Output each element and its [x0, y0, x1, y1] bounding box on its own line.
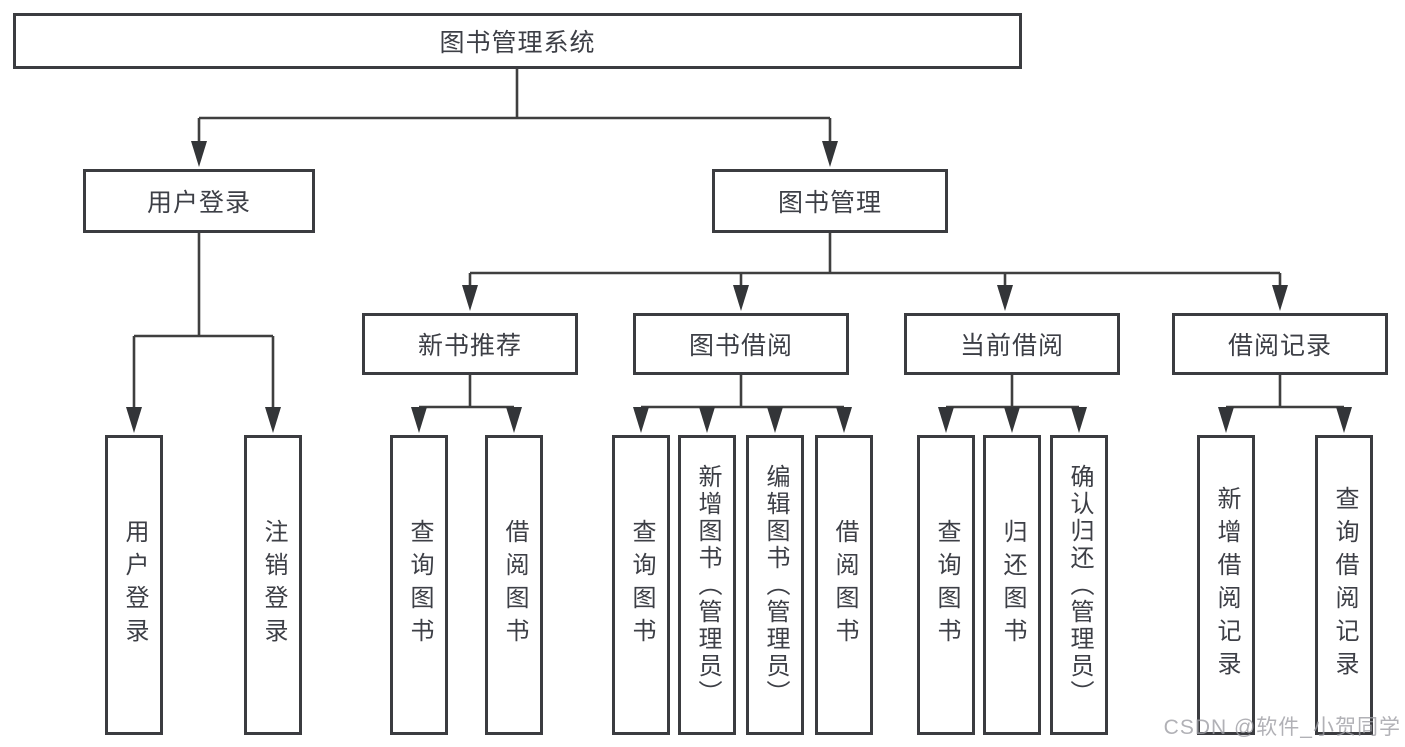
leaf-query-books-current: 查询图书 [917, 435, 975, 735]
leaf-add-borrow-record: 新增借阅记录 [1197, 435, 1255, 735]
node-current-borrowing: 当前借阅 [904, 313, 1120, 375]
node-label: 图书管理系统 [439, 29, 596, 57]
node-borrowing-records: 借阅记录 [1172, 313, 1388, 375]
leaf-label: 注销登录 [260, 519, 287, 651]
leaf-add-book-admin: 新增图书（管理员） [678, 435, 736, 735]
leaf-label: 查询图书 [628, 519, 655, 651]
leaf-label: 归还图书 [999, 519, 1026, 651]
leaf-confirm-return-admin: 确认归还（管理员） [1050, 435, 1108, 735]
leaf-label: 查询图书 [933, 519, 960, 651]
node-book-borrowing: 图书借阅 [633, 313, 849, 375]
leaf-label: 查询借阅记录 [1331, 486, 1358, 684]
leaf-query-books-recommend: 查询图书 [390, 435, 448, 735]
node-book-management: 图书管理 [712, 169, 948, 233]
node-label: 图书借阅 [688, 332, 793, 360]
leaf-label: 用户登录 [121, 519, 148, 651]
leaf-return-books: 归还图书 [983, 435, 1041, 735]
leaf-query-borrow-record: 查询借阅记录 [1315, 435, 1373, 735]
node-label: 当前借阅 [959, 332, 1064, 360]
leaf-query-books-borrowing: 查询图书 [612, 435, 670, 735]
leaf-edit-book-admin: 编辑图书（管理员） [746, 435, 804, 735]
node-new-book-recommendation: 新书推荐 [362, 313, 578, 375]
leaf-label: 借阅图书 [501, 519, 528, 651]
node-label: 图书管理 [777, 189, 882, 217]
leaf-user-login: 用户登录 [105, 435, 163, 735]
leaf-logout: 注销登录 [244, 435, 302, 735]
node-label: 借阅记录 [1227, 332, 1332, 360]
node-library-management-system: 图书管理系统 [13, 13, 1022, 69]
node-user-login: 用户登录 [83, 169, 315, 233]
csdn-watermark: CSDN @软件_小贺同学 [1163, 716, 1401, 739]
node-label: 新书推荐 [417, 332, 522, 360]
leaf-label: 确认归还（管理员） [1066, 463, 1093, 707]
leaf-label: 借阅图书 [831, 519, 858, 651]
leaf-label: 新增借阅记录 [1213, 486, 1240, 684]
leaf-label: 编辑图书（管理员） [762, 463, 789, 707]
leaf-borrow-books-recommend: 借阅图书 [485, 435, 543, 735]
leaf-label: 新增图书（管理员） [694, 463, 721, 707]
node-label: 用户登录 [146, 189, 251, 217]
leaf-borrow-books-borrowing: 借阅图书 [815, 435, 873, 735]
leaf-label: 查询图书 [406, 519, 433, 651]
